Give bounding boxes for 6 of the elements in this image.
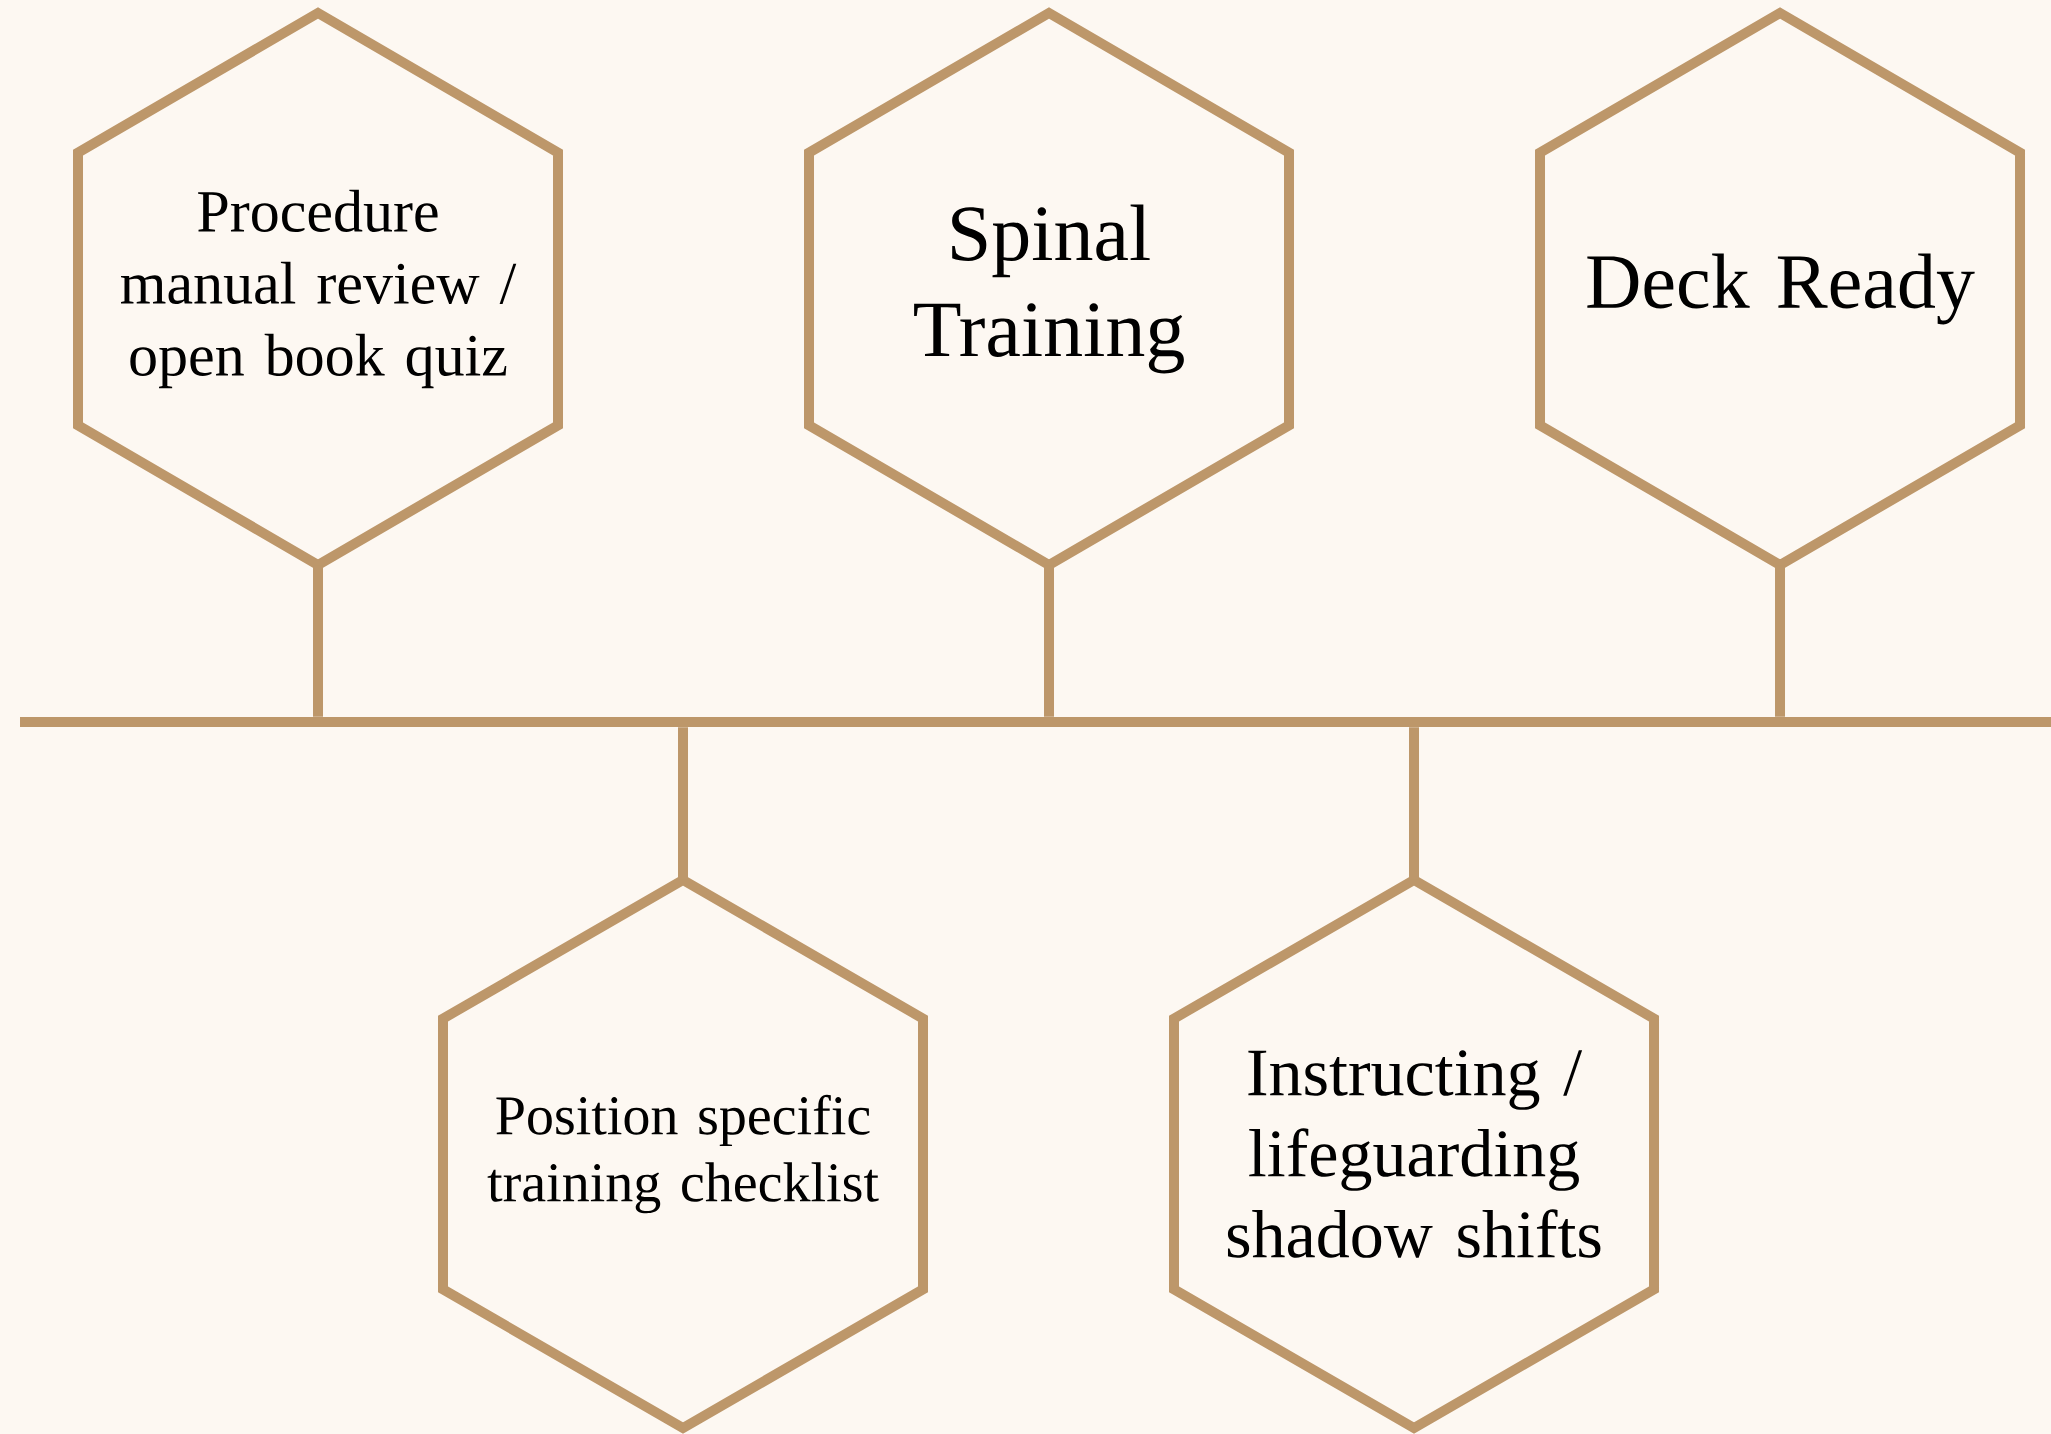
connector-line	[1044, 565, 1054, 717]
connector-line	[313, 565, 323, 717]
connector-line	[678, 727, 688, 880]
connector-line	[1775, 565, 1785, 717]
timeline-bar	[20, 717, 2051, 727]
connector-line	[1409, 727, 1419, 880]
